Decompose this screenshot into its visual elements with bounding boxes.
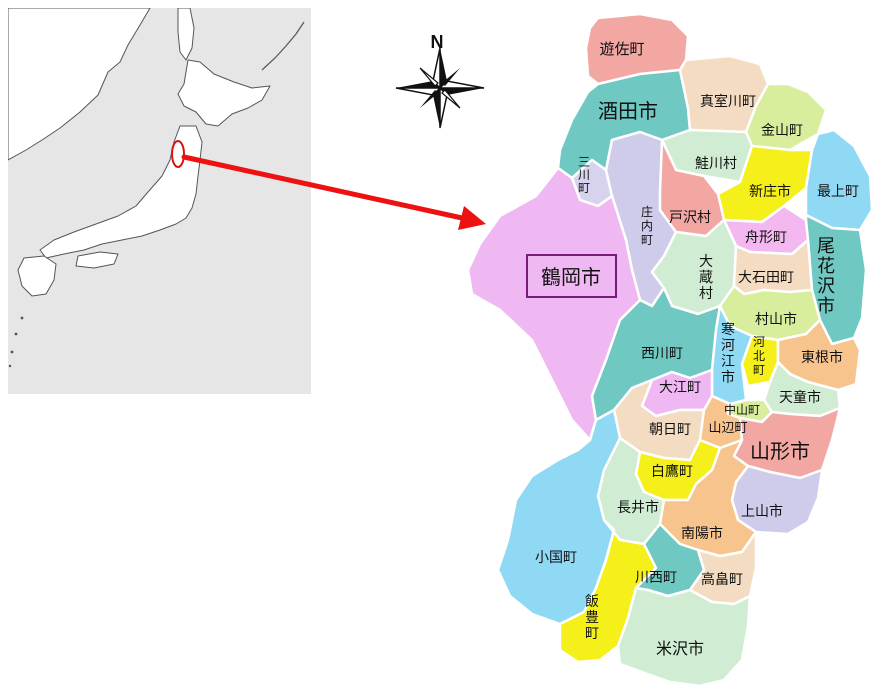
vertical-labels: 三川町 庄内町 尾花沢市 大蔵村 寒河江市 河北町 飯豊町	[578, 155, 835, 642]
region-yonezawa[interactable]	[616, 586, 752, 688]
label-oguni: 小国町	[535, 550, 577, 566]
label-nishikawa: 西川町	[641, 346, 683, 362]
compass-north-label: N	[431, 32, 444, 52]
inset-ryukyu-islands	[8, 316, 24, 368]
label-kahoku: 河北町	[753, 335, 765, 377]
label-yuza: 遊佐町	[599, 40, 644, 58]
label-shinjo: 新庄市	[749, 183, 791, 200]
label-nagai: 長井市	[617, 499, 659, 516]
label-yamagata-city: 山形市	[750, 439, 810, 463]
compass-rose-icon	[395, 47, 485, 129]
label-oishida: 大石田町	[738, 270, 794, 286]
label-funagata: 舟形町	[745, 230, 787, 246]
tsuruoka-highlight-box	[526, 254, 617, 298]
label-shirataka: 白鷹町	[651, 464, 693, 480]
municipality-regions	[466, 12, 874, 688]
label-murayama: 村山市	[755, 311, 797, 328]
label-mamurogawa: 真室川町	[700, 93, 756, 110]
region-kaneyama[interactable]	[744, 82, 828, 152]
label-asahi: 朝日町	[649, 422, 691, 438]
label-mogami: 最上町	[817, 184, 859, 200]
label-kaminoyama: 上山市	[741, 503, 783, 520]
municipality-labels: 遊佐町 酒田市 真室川町 金山町 鮭川村 新庄市 最上町 戸沢村 舟形町 大石田…	[535, 40, 859, 658]
region-mogami[interactable]	[802, 128, 874, 232]
label-takahata: 高畠町	[701, 571, 743, 588]
inset-hokkaido	[177, 59, 271, 127]
inset-mainland	[8, 8, 151, 161]
label-sakegawa: 鮭川村	[695, 156, 737, 172]
label-shonai: 庄内町	[641, 204, 653, 247]
inset-sakhalin	[177, 8, 195, 61]
label-nakayama: 中山町	[724, 402, 760, 417]
label-tsuruoka: 鶴岡市	[541, 265, 601, 289]
label-mikawa: 三川町	[578, 155, 590, 195]
inset-shikoku	[75, 251, 119, 269]
label-sagae: 寒河江市	[721, 321, 735, 386]
label-kawanishi: 川西町	[635, 570, 677, 586]
label-tendo: 天童市	[779, 389, 821, 406]
label-yonezawa: 米沢市	[656, 639, 704, 658]
label-obanazawa: 尾花沢市	[817, 236, 835, 317]
label-sakata: 酒田市	[598, 99, 658, 123]
label-tozawa: 戸沢村	[669, 210, 711, 226]
label-yamanobe: 山辺町	[708, 421, 747, 436]
region-iide[interactable]	[558, 518, 658, 664]
japan-inset-map	[8, 8, 311, 394]
label-kaneyama: 金山町	[761, 123, 803, 139]
label-higashine: 東根市	[801, 349, 843, 366]
inset-location-marker	[171, 140, 185, 168]
red-arrow-icon	[181, 154, 486, 230]
label-iide: 飯豊町	[585, 593, 599, 642]
inset-kyushu	[17, 255, 57, 297]
label-okura: 大蔵村	[699, 254, 713, 302]
inset-kurils	[261, 21, 305, 71]
label-oe: 大江町	[659, 380, 701, 396]
inset-honshu	[39, 125, 203, 259]
label-nanyo: 南陽市	[681, 525, 723, 542]
